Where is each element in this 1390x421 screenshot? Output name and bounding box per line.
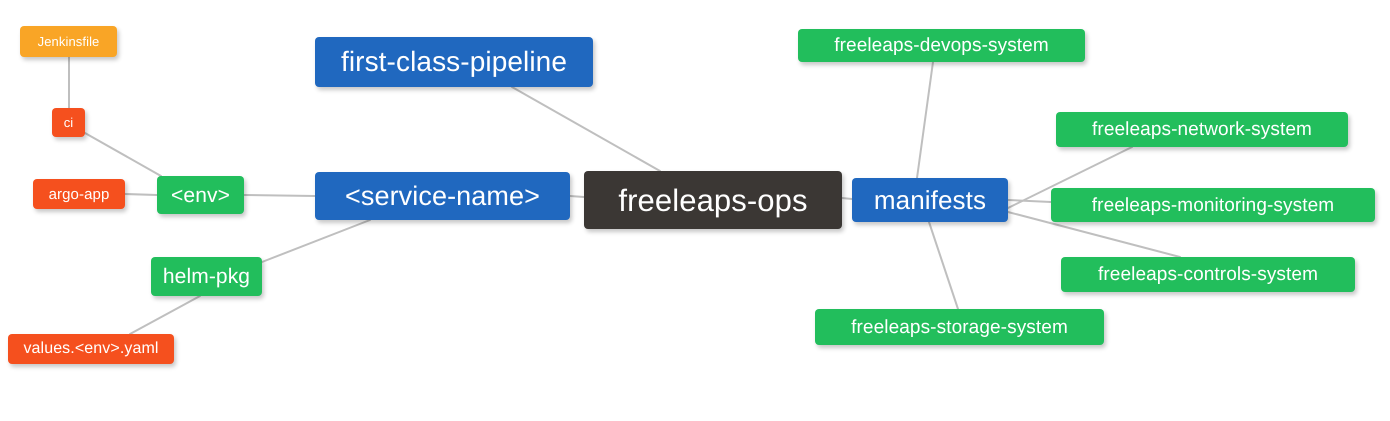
edge-service-name-to-helm-pkg: [261, 219, 371, 263]
node-values-yaml[interactable]: values.<env>.yaml: [8, 334, 174, 364]
node-jenkinsfile[interactable]: Jenkinsfile: [20, 26, 117, 57]
node-label: <service-name>: [345, 180, 540, 211]
edge-manifests-to-monitoring-system: [1007, 199, 1052, 203]
node-label: ci: [63, 115, 74, 130]
node-freeleaps-ops[interactable]: freeleaps-ops: [584, 171, 842, 229]
node-manifests[interactable]: manifests: [852, 178, 1008, 222]
node-label: argo-app: [48, 185, 110, 203]
edge-helm-pkg-to-values-yaml: [129, 295, 201, 335]
node-helm-pkg[interactable]: helm-pkg: [151, 257, 262, 296]
node-label: freeleaps-storage-system: [851, 316, 1068, 338]
edge-manifests-to-storage-system: [928, 221, 959, 310]
node-label: freeleaps-ops: [618, 182, 808, 218]
node-first-class-pipeline[interactable]: first-class-pipeline: [315, 37, 593, 87]
edge-first-class-pipeline-to-freeleaps-ops: [511, 86, 661, 172]
node-controls-system[interactable]: freeleaps-controls-system: [1061, 257, 1355, 292]
node-storage-system[interactable]: freeleaps-storage-system: [815, 309, 1104, 345]
node-label: helm-pkg: [162, 265, 251, 288]
edge-argo-app-to-env: [124, 193, 158, 196]
node-argo-app[interactable]: argo-app: [33, 179, 125, 209]
node-label: freeleaps-monitoring-system: [1091, 194, 1335, 216]
node-devops-system[interactable]: freeleaps-devops-system: [798, 29, 1085, 62]
node-label: freeleaps-controls-system: [1097, 264, 1319, 285]
edge-freeleaps-ops-to-manifests: [841, 197, 853, 200]
node-service-name[interactable]: <service-name>: [315, 172, 570, 220]
node-label: freeleaps-network-system: [1092, 119, 1312, 140]
edge-service-name-to-freeleaps-ops: [569, 195, 585, 198]
node-label: Jenkinsfile: [37, 34, 100, 49]
node-env[interactable]: <env>: [157, 176, 244, 214]
edge-ci-to-env: [84, 132, 162, 177]
node-label: first-class-pipeline: [340, 46, 568, 77]
edge-manifests-to-devops-system: [916, 61, 934, 179]
node-ci[interactable]: ci: [52, 108, 85, 137]
node-label: values.<env>.yaml: [23, 340, 159, 357]
node-label: freeleaps-devops-system: [834, 35, 1049, 56]
node-label: <env>: [171, 183, 230, 207]
edge-env-to-service-name: [243, 194, 316, 197]
node-label: manifests: [873, 185, 987, 215]
node-monitoring-system[interactable]: freeleaps-monitoring-system: [1051, 188, 1375, 222]
node-network-system[interactable]: freeleaps-network-system: [1056, 112, 1348, 147]
